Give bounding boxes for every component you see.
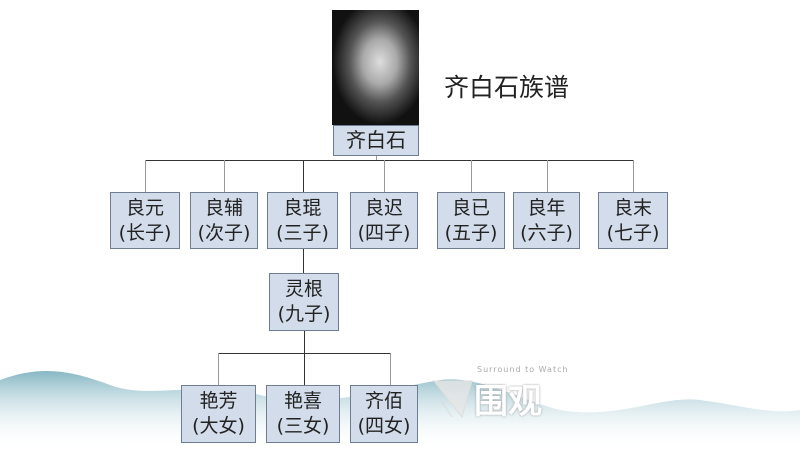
node-name: 良琨 bbox=[283, 196, 322, 219]
watermark-tagline: Surround to Watch bbox=[477, 365, 569, 374]
node-relation: (长子) bbox=[118, 221, 172, 244]
node-name: 艳芳 bbox=[199, 390, 238, 412]
son-node: 良末(七子) bbox=[598, 192, 668, 249]
son-node: 良已(五子) bbox=[437, 192, 505, 249]
connector-line bbox=[633, 160, 634, 192]
connector-line bbox=[218, 353, 219, 385]
connector-line bbox=[304, 331, 305, 353]
node-name: 齐佰 bbox=[364, 390, 403, 412]
granddaughter-node: 艳喜 (三女) bbox=[266, 385, 340, 443]
node-relation: (四子) bbox=[357, 221, 411, 244]
node-name: 良元 bbox=[125, 196, 164, 219]
connector-line bbox=[471, 160, 472, 192]
son-node: 良年(六子) bbox=[513, 192, 580, 249]
node-name: 灵根 bbox=[284, 278, 323, 300]
page-title: 齐白石族谱 bbox=[444, 73, 570, 102]
node-relation: (九子) bbox=[277, 303, 331, 325]
son-node: 良琨(三子) bbox=[267, 192, 338, 249]
node-relation: (三子) bbox=[276, 221, 329, 244]
portrait-photo bbox=[332, 10, 419, 125]
connector-line bbox=[384, 160, 385, 192]
watermark: Surround to Watch 围观 bbox=[432, 365, 569, 423]
watermark-logo-icon bbox=[432, 380, 473, 418]
connector-line bbox=[145, 160, 634, 161]
connector-line bbox=[304, 353, 305, 385]
son-node: 良迟(四子) bbox=[350, 192, 418, 249]
connector-line bbox=[303, 249, 304, 273]
node-name: 良迟 bbox=[364, 196, 403, 219]
connector-line bbox=[547, 160, 548, 192]
connector-line bbox=[390, 353, 391, 385]
node-relation: (三女) bbox=[276, 415, 330, 437]
node-relation: (七子) bbox=[606, 221, 660, 244]
granddaughter-node: 艳芳 (大女) bbox=[181, 385, 256, 443]
node-name: 艳喜 bbox=[283, 390, 322, 412]
node-relation: (五子) bbox=[444, 221, 498, 244]
node-relation: (大女) bbox=[192, 415, 245, 437]
node-relation: (次子) bbox=[197, 221, 251, 244]
node-name: 齐白石 bbox=[346, 128, 406, 152]
grandson-node: 灵根 (九子) bbox=[269, 273, 339, 331]
connector-line bbox=[303, 160, 304, 192]
connector-line bbox=[145, 160, 146, 192]
son-node: 良元(长子) bbox=[110, 192, 180, 249]
watermark-brand: 围观 bbox=[474, 382, 542, 422]
node-name: 良年 bbox=[527, 196, 566, 219]
granddaughter-node: 齐佰 (四女) bbox=[350, 385, 418, 443]
node-name: 良末 bbox=[613, 196, 652, 219]
node-relation: (六子) bbox=[520, 221, 573, 244]
son-node: 良辅(次子) bbox=[190, 192, 258, 249]
node-name: 良已 bbox=[451, 196, 490, 219]
node-relation: (四女) bbox=[357, 415, 411, 437]
connector-line bbox=[376, 156, 377, 161]
root-node: 齐白石 bbox=[333, 125, 419, 156]
connector-line bbox=[224, 160, 225, 192]
node-name: 良辅 bbox=[204, 196, 243, 219]
